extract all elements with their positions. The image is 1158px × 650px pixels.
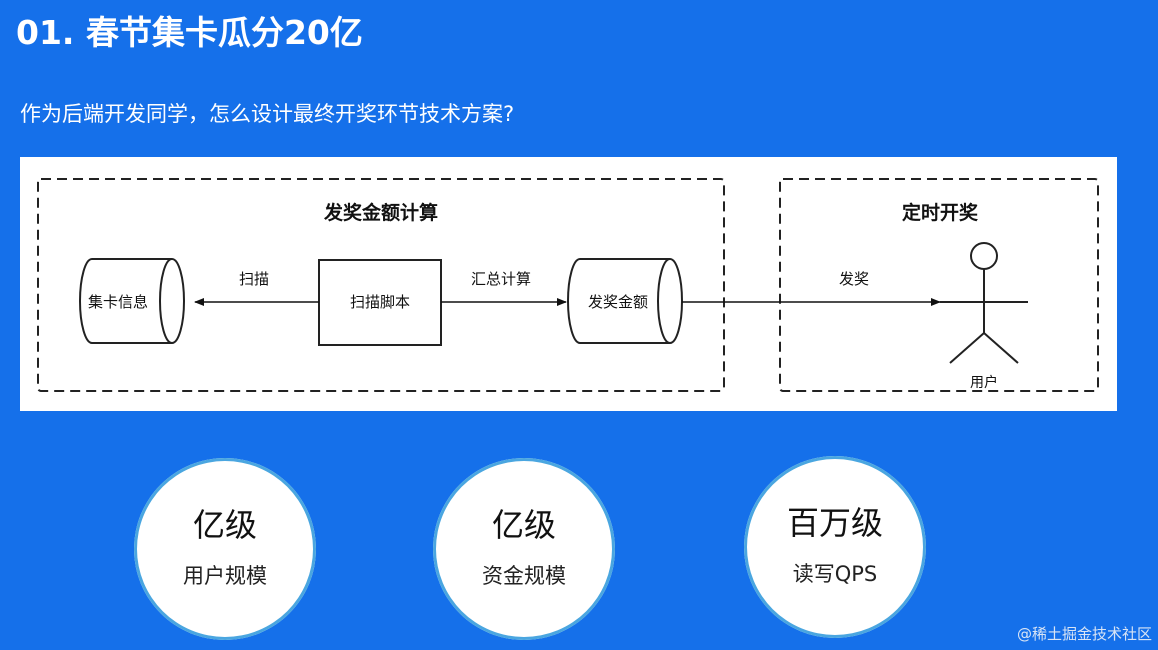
edge-scan-label: 扫描 (239, 270, 269, 288)
question-text: 作为后端开发同学，怎么设计最终开奖环节技术方案? (20, 102, 515, 126)
group-amount-calc (37, 178, 725, 392)
stat-user-scale-value: 亿级 (192, 506, 257, 544)
card-info-cylinder: 集卡信息 (79, 258, 185, 344)
diagram-panel: 发奖金额计算 定时开奖 集卡信息 扫描脚本 发奖金额 扫描 汇总计算 发奖 (20, 157, 1117, 411)
stat-fund-scale-label: 资金规模 (482, 564, 566, 588)
award-amount-label: 发奖金额 (588, 293, 648, 311)
source-watermark: @稀土掘金技术社区 (1016, 625, 1152, 643)
stat-qps-label: 读写QPS (792, 562, 878, 586)
stat-fund-scale: 亿级 资金规模 (433, 458, 615, 640)
stat-qps-value: 百万级 (786, 504, 883, 542)
stat-user-scale: 亿级 用户规模 (134, 458, 316, 640)
page-title: 01. 春节集卡瓜分20亿 (16, 13, 363, 52)
card-info-label: 集卡信息 (88, 293, 148, 311)
flow-diagram: 发奖金额计算 定时开奖 集卡信息 扫描脚本 发奖金额 扫描 汇总计算 发奖 (37, 178, 1099, 392)
edge-award-label: 发奖 (839, 270, 869, 288)
scan-script-label: 扫描脚本 (350, 293, 410, 311)
edge-sum-label: 汇总计算 (471, 270, 531, 288)
group-scheduled-draw (779, 178, 1099, 392)
user-icon (940, 242, 1028, 364)
group-amount-calc-title: 发奖金额计算 (323, 201, 438, 224)
award-amount-cylinder: 发奖金额 (567, 258, 683, 344)
user-label: 用户 (970, 374, 998, 391)
group-scheduled-draw-title: 定时开奖 (902, 201, 979, 224)
stat-user-scale-label: 用户规模 (183, 564, 267, 588)
stat-qps: 百万级 读写QPS (744, 456, 926, 638)
stat-fund-scale-value: 亿级 (491, 506, 556, 544)
